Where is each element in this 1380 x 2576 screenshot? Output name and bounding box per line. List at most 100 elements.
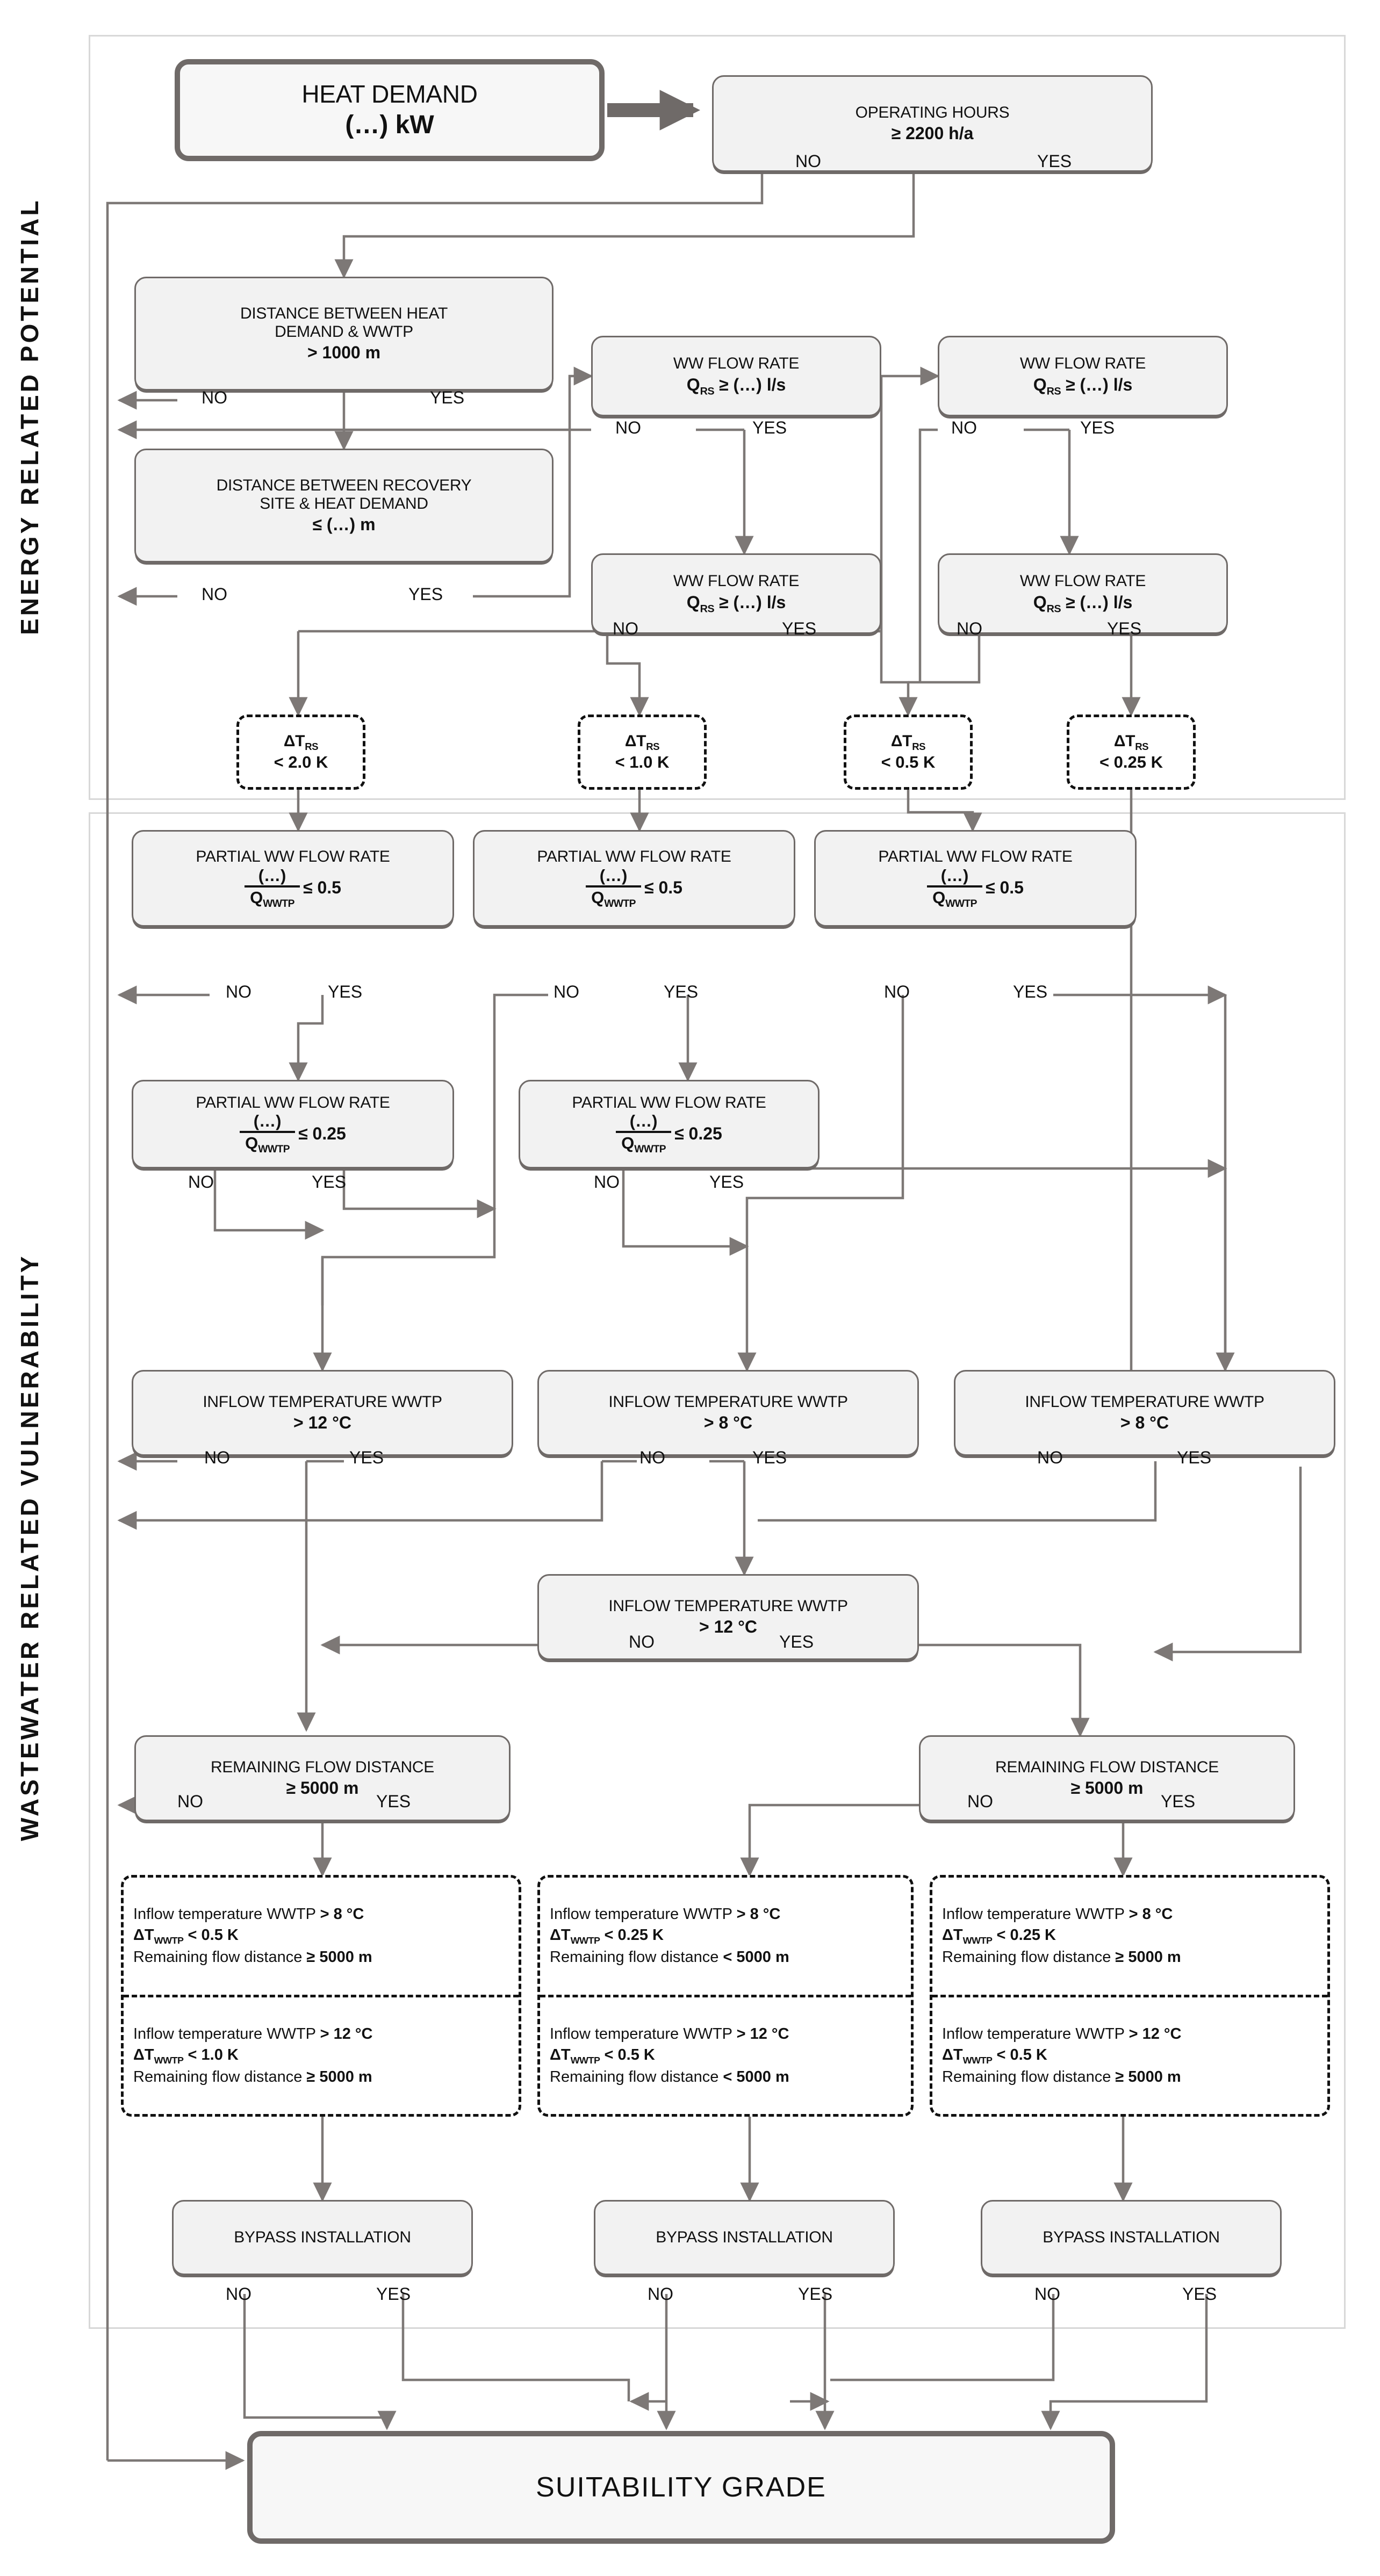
- edge-label-inflow8c-yes: YES: [1177, 1448, 1212, 1467]
- result-box-right[interactable]: Inflow temperature WWTP > 8 °C ΔTWWTP < …: [930, 1875, 1330, 2117]
- ww-flow-c-title: WW FLOW RATE: [1019, 355, 1146, 373]
- result-box-left[interactable]: Inflow temperature WWTP > 8 °C ΔTWWTP < …: [121, 1875, 521, 2117]
- rlt1b: > 8 °C: [320, 1906, 364, 1923]
- node-delta-t-rs-2-0k[interactable]: ΔTRS < 2.0 K: [236, 715, 365, 790]
- node-ww-flow-rate-a[interactable]: WW FLOW RATE QRS ≥ (…) l/s: [591, 336, 881, 416]
- rrt2p: ΔT: [942, 1926, 963, 1944]
- partial-05-1-qsub: WWTP: [263, 898, 294, 910]
- ww-flow-a-q: Q: [686, 374, 700, 394]
- ww-flow-d-title: WW FLOW RATE: [1019, 572, 1146, 590]
- node-ww-flow-rate-d[interactable]: WW FLOW RATE QRS ≥ (…) l/s: [938, 553, 1228, 634]
- result-mid-bottom-line1: Inflow temperature WWTP > 12 °C: [550, 2024, 901, 2045]
- node-heat-demand[interactable]: HEAT DEMAND (…) kW: [175, 59, 605, 161]
- partial-05-3-numerator: (…): [940, 865, 969, 885]
- node-ww-flow-rate-b[interactable]: WW FLOW RATE QRS ≥ (…) l/s: [591, 553, 881, 634]
- node-inflow-temperature-12-mid[interactable]: INFLOW TEMPERATURE WWTP > 12 °C: [537, 1574, 919, 1660]
- node-partial-ww-flow-rate-025-2[interactable]: PARTIAL WW FLOW RATE (…) QWWTP ≤ 0.25: [519, 1080, 820, 1168]
- edge-label-remaining-left-yes: YES: [376, 1792, 411, 1811]
- edge-label-dist-hd-yes: YES: [430, 388, 465, 407]
- partial-025-1-rhs: ≤ 0.25: [298, 1123, 346, 1143]
- edge-label-ww-b-yes: YES: [782, 619, 817, 638]
- rmt1p: Inflow temperature WWTP: [550, 1906, 732, 1923]
- rrt1b: > 8 °C: [1129, 1906, 1173, 1923]
- partial-05-3-denominator: QWWTP: [927, 889, 982, 909]
- result-left-bottom-line3: Remaining flow distance ≥ 5000 m: [133, 2067, 509, 2088]
- dt-rs-1-value: < 2.0 K: [274, 753, 328, 772]
- rrt3p: Remaining flow distance: [942, 1949, 1111, 1966]
- node-partial-ww-flow-rate-025-1[interactable]: PARTIAL WW FLOW RATE (…) QWWTP ≤ 0.25: [132, 1080, 454, 1168]
- node-bypass-installation-2[interactable]: BYPASS INSTALLATION: [594, 2200, 895, 2275]
- dt-rs-2-symbol: ΔTRS: [624, 732, 660, 753]
- node-bypass-installation-1[interactable]: BYPASS INSTALLATION: [172, 2200, 473, 2275]
- node-remaining-flow-distance-left[interactable]: REMAINING FLOW DISTANCE ≥ 5000 m: [134, 1735, 511, 1821]
- rmb2p: ΔT: [550, 2046, 571, 2063]
- result-right-top-line2: ΔTWWTP < 0.25 K: [942, 1925, 1318, 1947]
- node-bypass-installation-3[interactable]: BYPASS INSTALLATION: [981, 2200, 1282, 2275]
- edge-label-dist-rs-no: NO: [202, 585, 227, 604]
- partial-025-2-qsub: WWTP: [634, 1144, 666, 1156]
- partial-025-1-formula: (…) QWWTP ≤ 0.25: [240, 1113, 346, 1154]
- edge-label-bypass2-yes: YES: [798, 2284, 833, 2304]
- node-partial-ww-flow-rate-05-1[interactable]: PARTIAL WW FLOW RATE (…) QWWTP ≤ 0.5: [132, 830, 454, 927]
- rmt2p: ΔT: [550, 1926, 571, 1944]
- partial-025-1-denominator: QWWTP: [240, 1135, 295, 1154]
- node-delta-t-rs-0-5k[interactable]: ΔTRS < 0.5 K: [844, 715, 973, 790]
- result-left-top-line1: Inflow temperature WWTP > 8 °C: [133, 1904, 509, 1925]
- node-partial-ww-flow-rate-05-3[interactable]: PARTIAL WW FLOW RATE (…) QWWTP ≤ 0.5: [814, 830, 1137, 927]
- node-remaining-flow-distance-right[interactable]: REMAINING FLOW DISTANCE ≥ 5000 m: [919, 1735, 1295, 1821]
- result-mid-bottom-line2: ΔTWWTP < 0.5 K: [550, 2045, 901, 2067]
- node-partial-ww-flow-rate-05-2[interactable]: PARTIAL WW FLOW RATE (…) QWWTP ≤ 0.5: [473, 830, 795, 927]
- partial-05-3-title: PARTIAL WW FLOW RATE: [878, 848, 1073, 865]
- edge-label-inflow8b-no: NO: [639, 1448, 665, 1467]
- node-distance-recovery-site-heat-demand[interactable]: DISTANCE BETWEEN RECOVERY SITE & HEAT DE…: [134, 449, 554, 562]
- partial-025-2-denominator: QWWTP: [616, 1135, 671, 1154]
- node-suitability-grade[interactable]: SUITABILITY GRADE: [247, 2431, 1115, 2544]
- partial-025-2-rhs: ≤ 0.25: [674, 1123, 722, 1143]
- partial-05-1-numerator: (…): [258, 865, 286, 885]
- rmb1b: > 12 °C: [736, 2025, 789, 2043]
- result-mid-top-line3: Remaining flow distance < 5000 m: [550, 1947, 901, 1968]
- ww-flow-b-sub: RS: [700, 603, 715, 615]
- node-delta-t-rs-0-25k[interactable]: ΔTRS < 0.25 K: [1067, 715, 1196, 790]
- partial-05-3-rhs: ≤ 0.5: [985, 878, 1024, 898]
- edge-label-bypass2-no: NO: [648, 2284, 673, 2304]
- partial-025-2-formula: (…) QWWTP ≤ 0.25: [616, 1113, 722, 1154]
- dist-rs-hd-line1: DISTANCE BETWEEN RECOVERY: [216, 477, 472, 494]
- result-right-bottom-line2: ΔTWWTP < 0.5 K: [942, 2045, 1318, 2067]
- node-inflow-temperature-12-left[interactable]: INFLOW TEMPERATURE WWTP > 12 °C: [132, 1370, 513, 1456]
- inflow-8-b-title: INFLOW TEMPERATURE WWTP: [608, 1392, 848, 1411]
- partial-025-2-numerator: (…): [629, 1112, 658, 1131]
- node-inflow-temperature-8-right[interactable]: INFLOW TEMPERATURE WWTP > 8 °C: [954, 1370, 1335, 1456]
- result-box-mid[interactable]: Inflow temperature WWTP > 8 °C ΔTWWTP < …: [537, 1875, 914, 2117]
- rrb2s: WWTP: [962, 2054, 993, 2066]
- partial-025-2-title: PARTIAL WW FLOW RATE: [572, 1093, 766, 1112]
- rmb3p: Remaining flow distance: [550, 2068, 719, 2086]
- ww-flow-d-sub: RS: [1046, 603, 1061, 615]
- remaining-left-value: ≥ 5000 m: [286, 1778, 359, 1798]
- node-operating-hours[interactable]: OPERATING HOURS ≥ 2200 h/a: [712, 75, 1153, 172]
- node-inflow-temperature-8-mid[interactable]: INFLOW TEMPERATURE WWTP > 8 °C: [537, 1370, 919, 1456]
- section-label-energy: ENERGY RELATED POTENTIAL: [16, 198, 44, 635]
- result-right-bottom-line3: Remaining flow distance ≥ 5000 m: [942, 2067, 1318, 2088]
- result-left-top: Inflow temperature WWTP > 8 °C ΔTWWTP < …: [124, 1878, 519, 1997]
- edge-label-ww-c-yes: YES: [1080, 418, 1115, 437]
- rmb3b: < 5000 m: [723, 2068, 789, 2086]
- ww-flow-a-value: QRS ≥ (…) l/s: [687, 375, 786, 398]
- node-ww-flow-rate-c[interactable]: WW FLOW RATE QRS ≥ (…) l/s: [938, 336, 1228, 416]
- edge-label-dist-rs-yes: YES: [408, 585, 443, 604]
- dt-rs-2-dt: ΔT: [624, 732, 646, 751]
- rmt2s: WWTP: [570, 1935, 600, 1946]
- edge-label-partial05-2-yes: YES: [664, 982, 699, 1001]
- ww-flow-b-value: QRS ≥ (…) l/s: [687, 593, 786, 615]
- edge-label-inflow12a-no: NO: [204, 1448, 230, 1467]
- node-delta-t-rs-1-0k[interactable]: ΔTRS < 1.0 K: [578, 715, 707, 790]
- partial-05-1-title: PARTIAL WW FLOW RATE: [196, 848, 390, 865]
- ww-flow-c-q: Q: [1033, 374, 1047, 394]
- rlt3b: ≥ 5000 m: [306, 1949, 372, 1966]
- node-distance-heat-demand-wwtp[interactable]: DISTANCE BETWEEN HEAT DEMAND & WWTP > 10…: [134, 277, 554, 391]
- ww-flow-d-q: Q: [1033, 592, 1047, 612]
- edge-label-operating-hours-yes: YES: [1037, 151, 1072, 171]
- edge-label-dist-hd-no: NO: [202, 388, 227, 407]
- edge-label-remaining-right-no: NO: [967, 1792, 993, 1811]
- ww-flow-b-title: WW FLOW RATE: [673, 572, 800, 590]
